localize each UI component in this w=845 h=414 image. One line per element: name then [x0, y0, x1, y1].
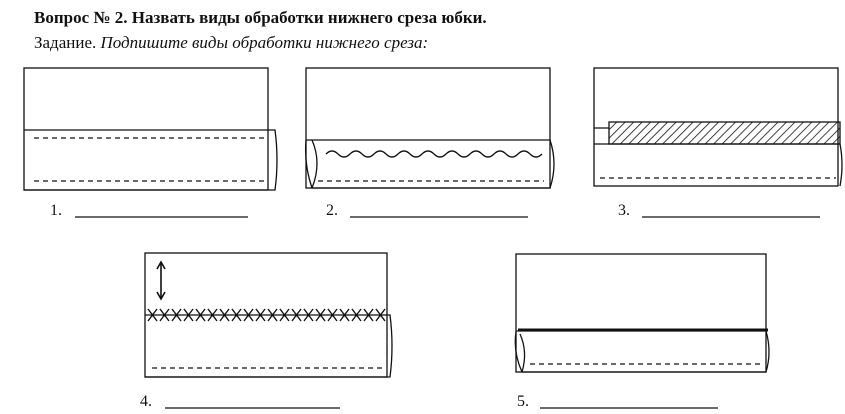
- figure-4-hem: [144, 252, 393, 378]
- hem-fold: [145, 314, 393, 378]
- figure-2-hem: [304, 67, 555, 189]
- hem-fold: [514, 330, 770, 373]
- answer-lines: [75, 216, 820, 409]
- hatched-binding: [608, 121, 841, 145]
- hem-fold: [594, 127, 843, 187]
- roll-edge: [519, 333, 526, 373]
- figure-3-label: 3.: [618, 202, 630, 219]
- figure-4-label: 4.: [140, 393, 152, 410]
- task-line: Задание. Подпишите виды обработки нижнег…: [34, 33, 428, 53]
- cross-stitch: [147, 308, 386, 322]
- task-instruction: Подпишите виды обработки нижнего среза:: [100, 33, 429, 52]
- height-arrow-icon: [156, 260, 166, 301]
- hem-fold: [304, 139, 555, 189]
- figure-5-hem: [514, 253, 770, 373]
- fabric-panel: [305, 67, 551, 189]
- fabric-panel: [515, 253, 767, 373]
- question-title: Вопрос № 2. Назвать виды обработки нижне…: [34, 8, 487, 27]
- figure-1-label: 1.: [50, 202, 62, 219]
- wavy-stitch: [325, 150, 543, 158]
- fabric-panel: [23, 67, 269, 191]
- figure-5-label: 5.: [517, 393, 529, 410]
- figure-1-hem: [23, 67, 278, 191]
- roll-edge: [311, 139, 318, 189]
- hem-fold: [24, 129, 278, 191]
- figure-3-hem: [593, 67, 843, 187]
- task-prefix: Задание.: [34, 33, 97, 52]
- figure-2-label: 2.: [326, 202, 338, 219]
